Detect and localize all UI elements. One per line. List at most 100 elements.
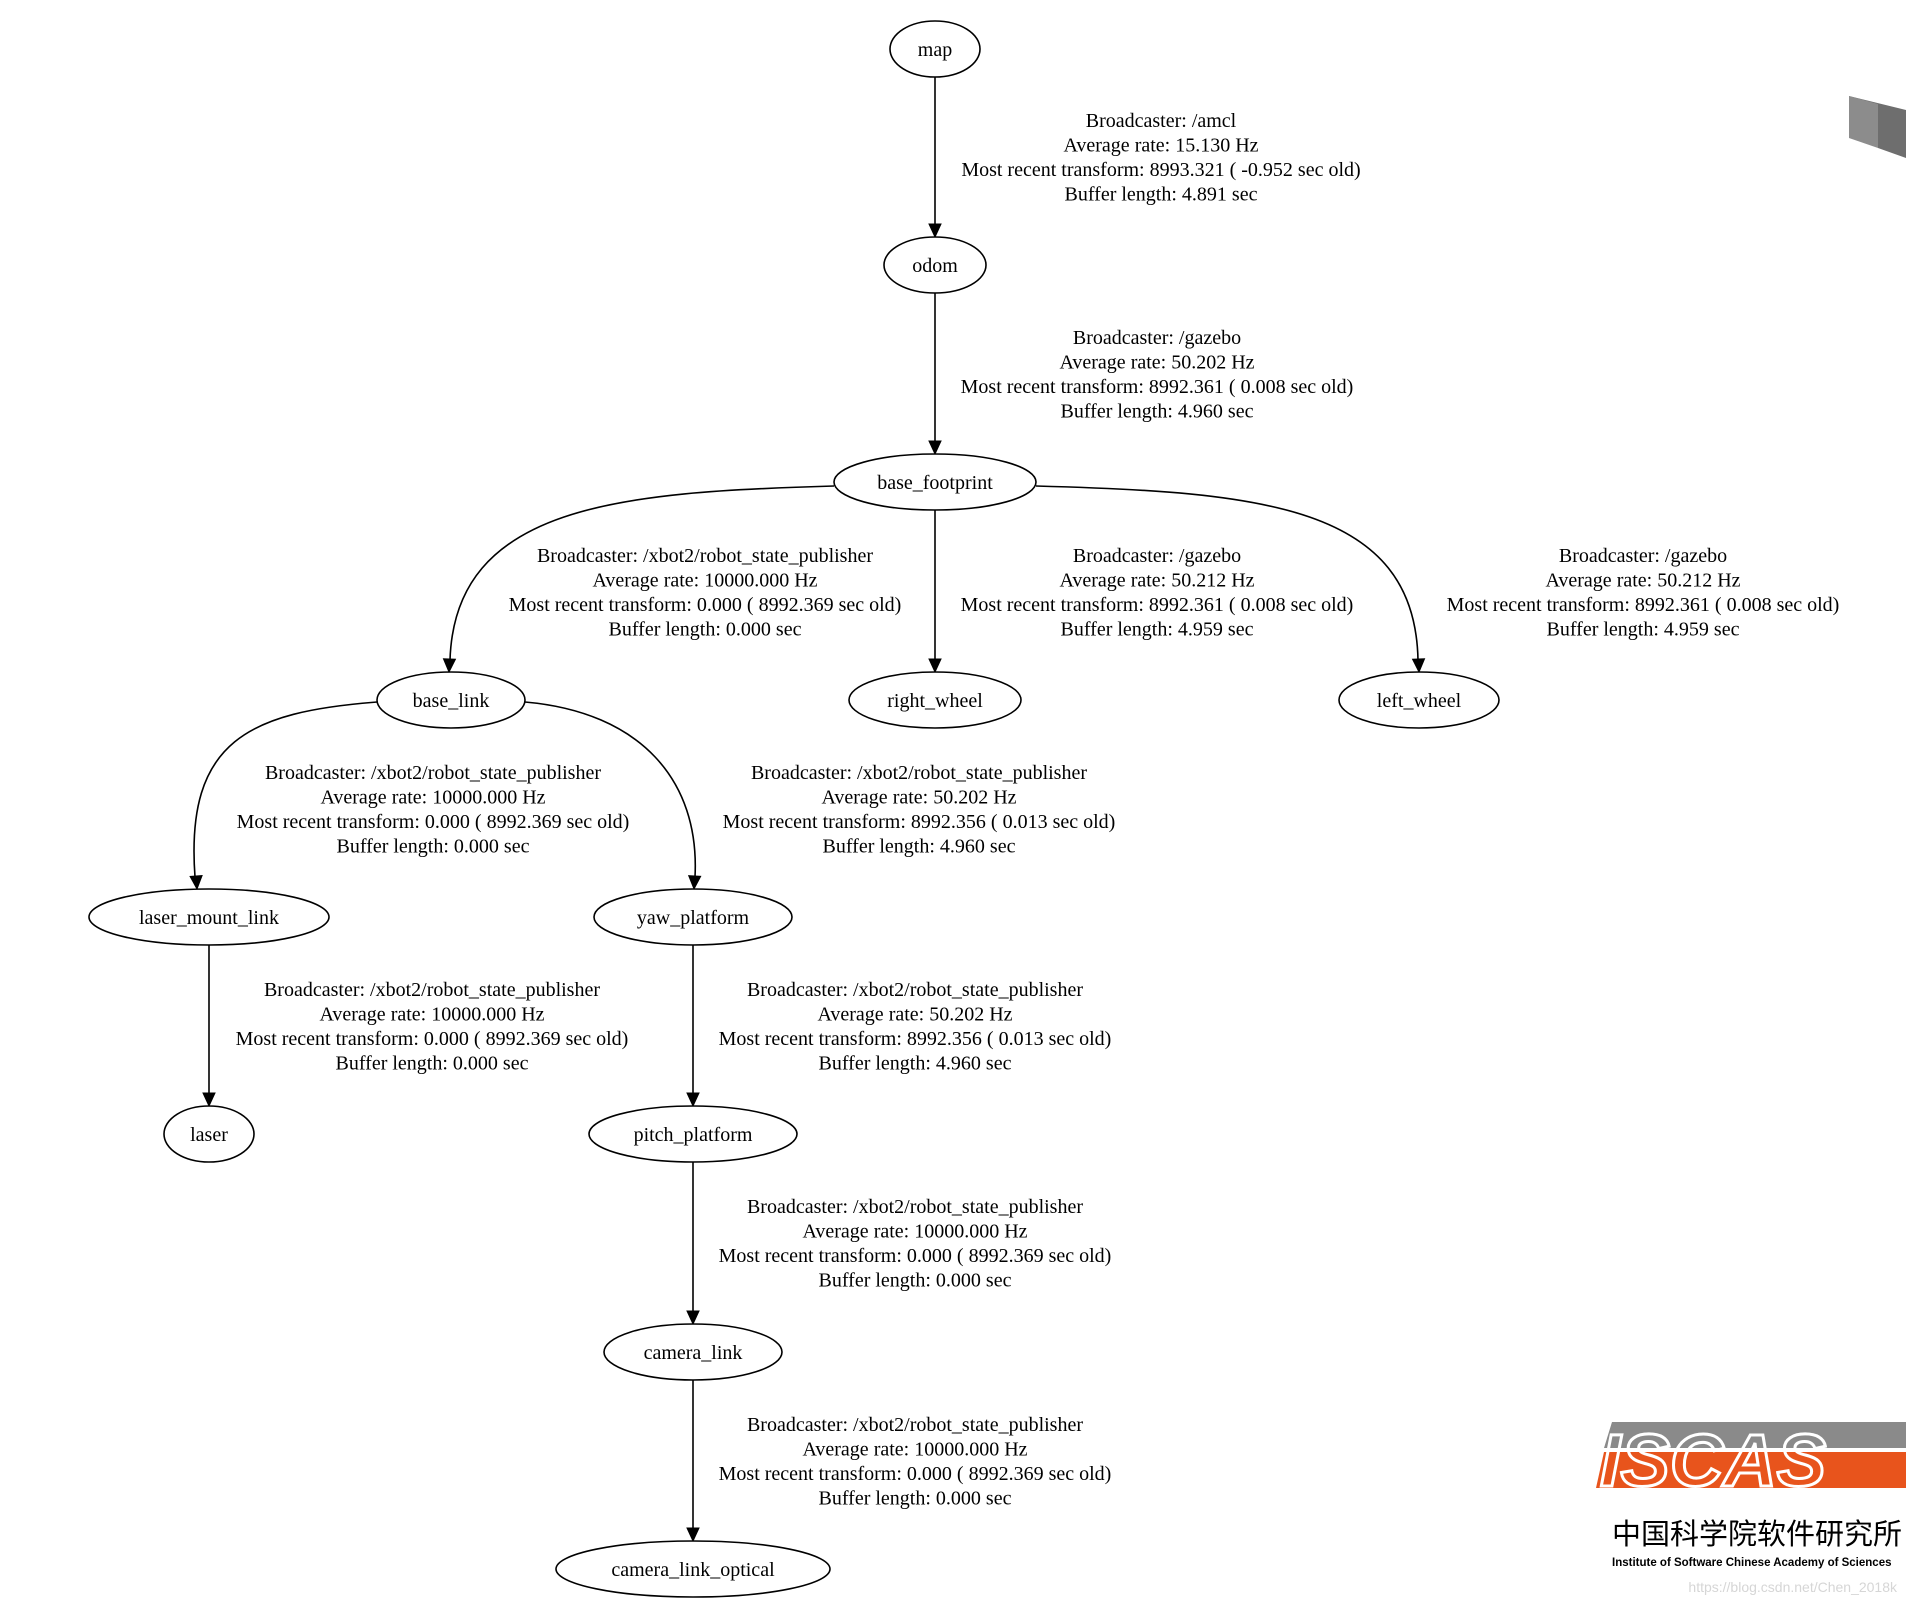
nodes-layer: map odom base_footprint base_link right_whee… [88,20,1500,1598]
edge-label-base_footprint-to-base_link: Broadcaster: /xbot2/robot_state_publishe… [509,545,902,641]
node-ellipse [555,1540,831,1598]
node-ellipse [603,1323,783,1381]
edge-label-laser_mount_link-to-laser: Broadcaster: /xbot2/robot_state_publishe… [236,979,629,1075]
arrow-head-icon [687,875,702,891]
edge-label-line: Buffer length: 0.000 sec [336,1053,529,1075]
frame-node-yaw_platform: yaw_platform [593,888,793,946]
edge-label-line: Broadcaster: /amcl [1086,110,1237,132]
edge-label-line: Buffer length: 0.000 sec [609,619,802,641]
watermark: https://blog.csdn.net/Chen_2018k [1688,1579,1898,1595]
edge-label-line: Buffer length: 4.960 sec [823,836,1016,858]
edge-label-line: Average rate: 50.212 Hz [1545,570,1740,592]
edge-line [449,485,835,661]
logo-chinese-name: 中国科学院软件研究所 [1612,1517,1902,1551]
frame-node-pitch_platform: pitch_platform [588,1105,798,1163]
node-label: base_footprint [877,472,993,494]
node-ellipse [593,888,793,946]
edge-label-line: Most recent transform: 8992.361 ( 0.008 … [961,376,1354,398]
edge-base_footprint-to-right_wheel [928,510,942,674]
node-ellipse [848,671,1022,729]
edges-layer [189,77,1426,1543]
node-label: camera_link_optical [611,1559,775,1581]
logo-orange-band [1596,1452,1906,1488]
edge-label-camera_link-to-camera_link_optical: Broadcaster: /xbot2/robot_state_publishe… [719,1414,1112,1510]
edge-label-line: Buffer length: 0.000 sec [819,1270,1012,1292]
edge-label-base_link-to-yaw_platform: Broadcaster: /xbot2/robot_state_publishe… [723,762,1116,858]
node-ellipse [88,888,330,946]
edge-odom-to-base_footprint [928,293,942,456]
node-ellipse [376,671,526,729]
edge-base_link-to-laser_mount_link [189,701,378,891]
edge-label-line: Most recent transform: 8992.361 ( 0.008 … [961,594,1354,616]
node-label: base_link [413,690,490,712]
frame-node-odom: odom [883,236,987,294]
arrow-head-icon [928,658,942,674]
node-ellipse [163,1105,255,1163]
edge-label-line: Broadcaster: /gazebo [1559,545,1727,567]
edge-label-line: Broadcaster: /xbot2/robot_state_publishe… [537,545,873,567]
node-ellipse [883,236,987,294]
edge-label-line: Average rate: 50.202 Hz [817,1004,1012,1026]
edge-label-line: Broadcaster: /xbot2/robot_state_publishe… [265,762,601,784]
edge-label-line: Buffer length: 4.960 sec [1061,401,1254,423]
edge-label-line: Most recent transform: 0.000 ( 8992.369 … [237,811,630,833]
edge-label-line: Most recent transform: 8992.361 ( 0.008 … [1447,594,1840,616]
logo-wordmark-outline: ISCAS [1600,1419,1826,1502]
frame-node-right_wheel: right_wheel [848,671,1022,729]
node-ellipse [833,453,1037,511]
edge-label-line: Average rate: 50.202 Hz [1059,352,1254,374]
node-label: camera_link [644,1342,743,1364]
edge-label-line: Buffer length: 4.891 sec [1065,184,1258,206]
edge-label-line: Most recent transform: 0.000 ( 8992.369 … [236,1028,629,1050]
arrow-head-icon [189,875,203,891]
edge-label-line: Broadcaster: /xbot2/robot_state_publishe… [747,979,1083,1001]
edge-label-pitch_platform-to-camera_link: Broadcaster: /xbot2/robot_state_publishe… [719,1196,1112,1292]
edge-label-line: Broadcaster: /xbot2/robot_state_publishe… [747,1196,1083,1218]
edge-label-line: Buffer length: 4.959 sec [1547,619,1740,641]
node-label: right_wheel [887,690,983,712]
edge-label-line: Buffer length: 4.960 sec [819,1053,1012,1075]
edge-laser_mount_link-to-laser [202,945,216,1108]
edge-label-line: Most recent transform: 0.000 ( 8992.369 … [719,1245,1112,1267]
edge-base_footprint-to-base_link [442,485,835,674]
frame-node-laser_mount_link: laser_mount_link [88,888,330,946]
edge-pitch_platform-to-camera_link [686,1162,700,1326]
edge-label-line: Average rate: 50.202 Hz [821,787,1016,809]
edge-label-line: Average rate: 15.130 Hz [1063,135,1258,157]
edge-label-line: Broadcaster: /xbot2/robot_state_publishe… [264,979,600,1001]
node-label: laser [190,1124,228,1146]
edge-label-line: Broadcaster: /gazebo [1073,545,1241,567]
node-label: odom [912,255,958,277]
frame-node-laser: laser [163,1105,255,1163]
arrow-head-icon [442,658,457,674]
arrow-head-icon [928,223,942,239]
edge-label-line: Most recent transform: 0.000 ( 8992.369 … [509,594,902,616]
edge-label-line: Most recent transform: 8993.321 ( -0.952… [961,159,1360,181]
node-label: map [918,39,952,61]
frame-node-camera_link: camera_link [603,1323,783,1381]
frame-node-base_link: base_link [376,671,526,729]
edge-base_footprint-to-left_wheel [1035,485,1426,674]
edge-label-line: Most recent transform: 8992.356 ( 0.013 … [723,811,1116,833]
edge-label-line: Broadcaster: /xbot2/robot_state_publishe… [747,1414,1083,1436]
logo-english-name: Institute of Software Chinese Academy of… [1612,1557,1891,1569]
iscas-logo: ISCAS ISCAS 中国科学院软件研究所 Institute of Soft… [1596,1418,1906,1569]
edge-label-line: Most recent transform: 8992.356 ( 0.013 … [719,1028,1112,1050]
node-label: yaw_platform [637,907,750,929]
edge-label-line: Average rate: 10000.000 Hz [320,787,545,809]
edge-camera_link-to-camera_link_optical [686,1380,700,1543]
node-ellipse [1338,671,1500,729]
edge-base_link-to-yaw_platform [524,701,702,891]
frame-node-map: map [889,20,981,78]
logo-gray-band [1604,1422,1906,1448]
node-label: laser_mount_link [139,907,279,929]
gray-book-icon [1849,96,1906,158]
edge-label-line: Average rate: 10000.000 Hz [592,570,817,592]
frame-node-left_wheel: left_wheel [1338,671,1500,729]
edge-label-line: Average rate: 10000.000 Hz [802,1221,1027,1243]
